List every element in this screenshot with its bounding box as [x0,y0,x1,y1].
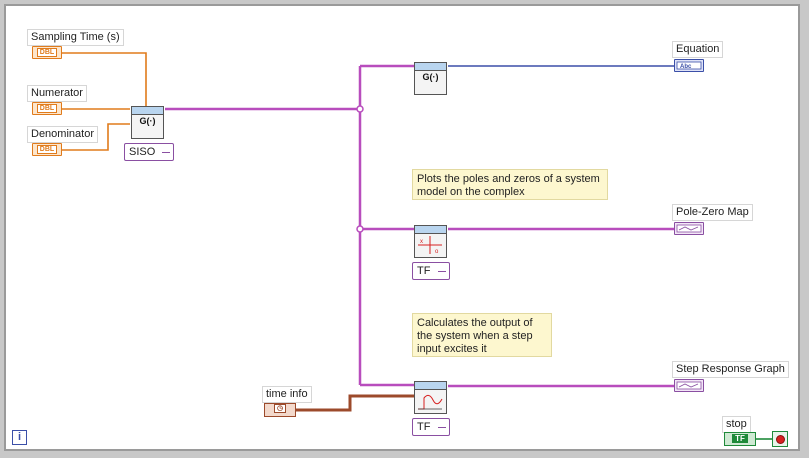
stop-terminal[interactable]: TF [724,432,756,446]
step-comment: Calculates the output of the system when… [412,313,552,357]
sampling-time-label: Sampling Time (s) [27,29,124,46]
denominator-label: Denominator [27,126,98,143]
step-response-vi[interactable] [414,381,447,414]
step-response-icon [418,394,443,410]
dbl-text: DBL [36,104,58,113]
tf-text: TF [732,434,748,443]
construct-model-vi[interactable]: G(·) [131,106,164,139]
stop-button[interactable] [772,431,788,447]
graph-indicator-icon [676,224,702,233]
numerator-terminal[interactable]: DBL [32,102,62,115]
time-info-terminal[interactable]: ◷ [264,403,296,417]
numerator-label: Numerator [27,85,87,102]
svg-text:x: x [420,239,423,245]
denominator-terminal[interactable]: DBL [32,143,62,156]
graph-indicator-icon [676,381,702,390]
vi-header [415,226,446,234]
vi-header [415,63,446,71]
info-icon[interactable]: i [12,430,27,445]
pole-zero-map-vi[interactable]: x o [414,225,447,258]
model-to-equation-vi[interactable]: G(·) [414,62,447,95]
step-response-graph-label: Step Response Graph [672,361,789,378]
pz-comment: Plots the poles and zeros of a system mo… [412,169,608,200]
dbl-text: DBL [36,145,58,154]
model-glyph: G(·) [139,116,156,126]
pole-zero-icon: x o [418,236,442,255]
vi-header [132,107,163,115]
string-indicator-icon: Abc [676,61,702,70]
vi-header [415,382,446,390]
pz-selector[interactable]: TF [412,262,450,280]
svg-text:Abc: Abc [680,64,692,70]
wire-time-info [296,394,414,412]
step-selector[interactable]: TF [412,418,450,436]
pole-zero-map-terminal[interactable] [674,222,704,235]
model-glyph: G(·) [422,72,439,82]
sampling-time-terminal[interactable]: DBL [32,46,62,59]
svg-text:o: o [435,249,439,255]
equation-terminal[interactable]: Abc [674,59,704,72]
siso-selector[interactable]: SISO [124,143,174,161]
equation-label: Equation [672,41,724,58]
wire-junction [356,225,364,233]
wire-denominator [62,123,130,151]
stop-icon [776,435,785,444]
stop-label: stop [722,416,751,433]
time-info-label: time info [262,386,312,403]
diagram-panel [4,4,800,451]
wire-junction [356,105,364,113]
clock-icon: ◷ [273,404,287,413]
dbl-text: DBL [36,48,58,57]
step-response-graph-terminal[interactable] [674,379,704,392]
pole-zero-map-label: Pole-Zero Map [672,204,753,221]
